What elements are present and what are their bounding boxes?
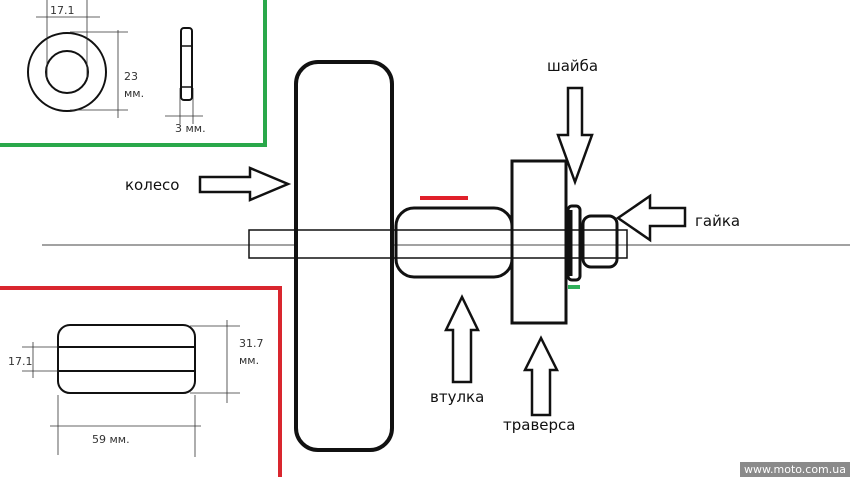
traverse xyxy=(510,159,568,325)
wheel xyxy=(294,60,394,452)
bushing-outer-dim: 31.7 xyxy=(239,337,264,350)
bushing-profile xyxy=(57,324,196,394)
dimension-lines xyxy=(36,0,203,124)
washer xyxy=(566,204,582,282)
wheel-label: колесо xyxy=(125,176,179,194)
traverse-arrow-icon xyxy=(522,335,560,417)
watermark: www.moto.com.ua xyxy=(740,462,850,477)
dimension-lines xyxy=(22,320,240,457)
bushing xyxy=(394,206,514,279)
bushing-detail-panel: 17.1 31.7 мм. 59 мм. xyxy=(0,286,282,477)
washer-outer xyxy=(27,32,107,112)
washer-outer-dim: 23 xyxy=(124,70,138,83)
green-frame xyxy=(0,0,267,147)
nut-arrow-icon xyxy=(615,193,687,243)
main-assembly xyxy=(42,60,850,452)
bushing-arrow-icon xyxy=(444,294,480,384)
washer-inner xyxy=(45,50,89,94)
washer-detail-panel: 17.1 23 мм. 3 мм. xyxy=(0,0,267,147)
wheel-arrow-icon xyxy=(198,166,292,202)
red-frame xyxy=(0,286,282,477)
washer-thickness: 3 мм. xyxy=(175,122,206,135)
bushing-length: 59 мм. xyxy=(92,433,130,446)
washer-arrow-icon xyxy=(556,86,594,186)
washer-label: шайба xyxy=(547,57,598,75)
axle xyxy=(248,229,628,259)
bushing-inner-dim: 17.1 xyxy=(8,355,33,368)
nut xyxy=(581,214,619,269)
washer-outer-unit: мм. xyxy=(124,87,144,100)
nut-label: гайка xyxy=(695,212,740,230)
bushing-label: втулка xyxy=(430,388,484,406)
bushing-outer-unit: мм. xyxy=(239,354,259,367)
washer-side xyxy=(180,27,193,101)
washer-inner-dim: 17.1 xyxy=(50,4,75,17)
traverse-label: траверса xyxy=(503,416,575,434)
